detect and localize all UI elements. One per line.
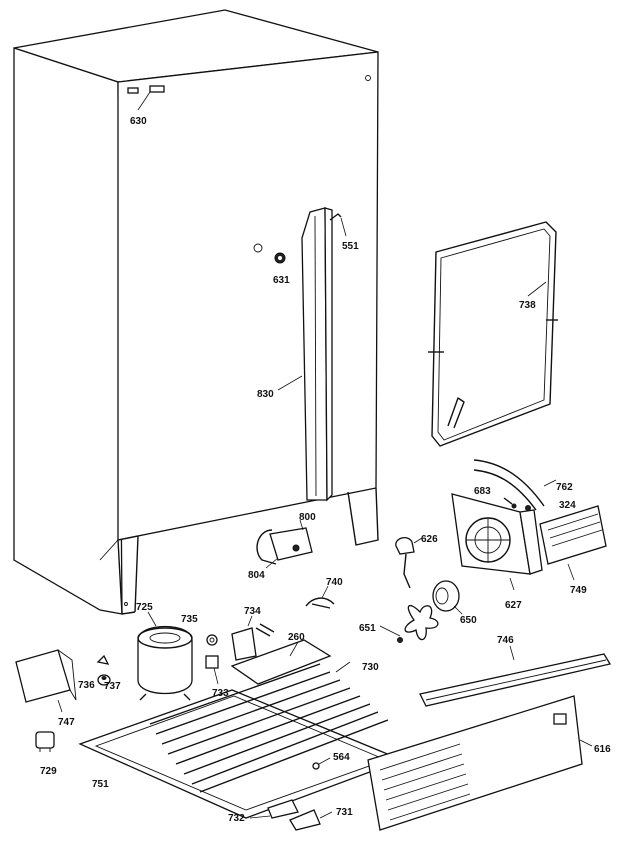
part-830-channel bbox=[277, 207, 333, 502]
part-630-bracket bbox=[127, 85, 165, 111]
label-749: 749 bbox=[570, 585, 587, 596]
label-729: 729 bbox=[40, 766, 57, 777]
label-564: 564 bbox=[333, 752, 350, 763]
label-762: 762 bbox=[556, 482, 573, 493]
part-732-block bbox=[249, 799, 299, 819]
part-730-condenser bbox=[149, 661, 389, 793]
part-683-screw bbox=[503, 497, 517, 509]
part-651-fan-blade bbox=[379, 604, 439, 643]
part-626-thermostat bbox=[395, 536, 423, 589]
label-731: 731 bbox=[336, 807, 353, 818]
part-733-overload bbox=[205, 655, 219, 685]
label-631: 631 bbox=[273, 275, 290, 286]
label-800: 800 bbox=[299, 512, 316, 523]
part-564-screw bbox=[312, 757, 331, 770]
part-551-screw bbox=[329, 213, 347, 237]
part-737-grommet bbox=[97, 674, 111, 686]
part-631-plug bbox=[253, 243, 286, 264]
part-725-compressor bbox=[137, 611, 193, 701]
part-800-timer bbox=[256, 519, 313, 569]
part-740-clip bbox=[305, 585, 335, 609]
label-650: 650 bbox=[460, 615, 477, 626]
label-746: 746 bbox=[497, 635, 514, 646]
part-650-fan-motor bbox=[432, 580, 463, 615]
label-736: 736 bbox=[78, 680, 95, 691]
label-626: 626 bbox=[421, 534, 438, 545]
part-731-hinge bbox=[289, 809, 333, 831]
label-830: 830 bbox=[257, 389, 274, 400]
part-749-board bbox=[539, 505, 607, 581]
label-740: 740 bbox=[326, 577, 343, 588]
label-683: 683 bbox=[474, 486, 491, 497]
label-804: 804 bbox=[248, 570, 265, 581]
label-751: 751 bbox=[92, 779, 109, 790]
label-616: 616 bbox=[594, 744, 611, 755]
label-734: 734 bbox=[244, 606, 261, 617]
part-735-grommet bbox=[206, 634, 218, 646]
part-616-grille bbox=[367, 695, 593, 831]
label-733: 733 bbox=[212, 688, 229, 699]
label-725: 725 bbox=[136, 602, 153, 613]
label-735: 735 bbox=[181, 614, 198, 625]
label-630: 630 bbox=[130, 116, 147, 127]
part-762-tube bbox=[473, 459, 557, 511]
part-324-clip bbox=[525, 505, 531, 511]
part-736-screw bbox=[96, 654, 110, 665]
label-747: 747 bbox=[58, 717, 75, 728]
label-732: 732 bbox=[228, 813, 245, 824]
label-324: 324 bbox=[559, 500, 576, 511]
label-738: 738 bbox=[519, 300, 536, 311]
part-627-fan-shroud bbox=[451, 493, 543, 591]
part-260-tray bbox=[230, 639, 332, 685]
part-747-bracket bbox=[15, 649, 77, 713]
label-627: 627 bbox=[505, 600, 522, 611]
part-734-relay bbox=[231, 615, 275, 661]
label-651: 651 bbox=[359, 623, 376, 634]
part-729-capacitor bbox=[35, 731, 55, 752]
label-737: 737 bbox=[104, 681, 121, 692]
part-746-rail bbox=[419, 645, 612, 707]
part-738-gasket bbox=[428, 221, 558, 447]
label-551: 551 bbox=[342, 241, 359, 252]
label-730: 730 bbox=[362, 662, 379, 673]
label-260: 260 bbox=[288, 632, 305, 643]
part-751-base-pan bbox=[78, 689, 404, 819]
